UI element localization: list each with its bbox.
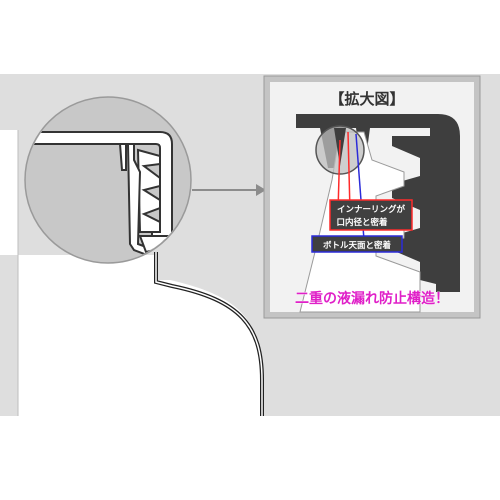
bottle-outline-inner xyxy=(155,252,263,416)
panel-caption: 二重の液漏れ防止構造！ xyxy=(295,290,449,307)
zoomed-cap-section xyxy=(296,114,460,292)
inner-ring-label-line2: 口内径と密着 xyxy=(336,217,388,228)
bottle-top-label-box xyxy=(311,235,403,253)
inner-ring-label-box xyxy=(329,199,413,231)
inner-ring-label-line1: インナーリングが xyxy=(337,204,406,215)
red-pointer-line-2 xyxy=(347,131,351,213)
bottle-body xyxy=(0,130,262,500)
zoom-panel-title: 【拡大図】 xyxy=(329,90,404,108)
cap-threads xyxy=(136,148,161,233)
bottle-top-label: ボトル天面と密着 xyxy=(323,240,392,251)
inner-ring xyxy=(118,143,127,171)
connector-arrowhead xyxy=(256,184,266,196)
